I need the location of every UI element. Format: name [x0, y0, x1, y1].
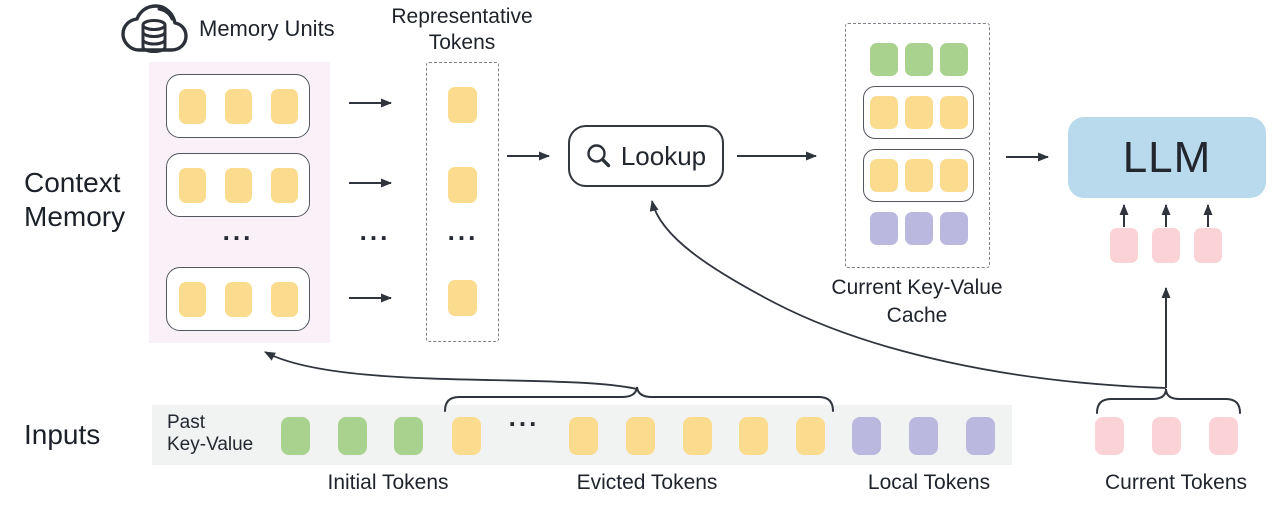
initial-tokens-label: Initial Tokens: [327, 471, 449, 494]
representative-token: [448, 87, 477, 123]
evicted-to-memory-arrow: [264, 351, 638, 390]
evicted-token: [626, 417, 655, 455]
memory-token: [224, 167, 252, 203]
initial-token: [394, 417, 423, 455]
memory-token: [270, 281, 298, 317]
memory-token: [270, 167, 298, 203]
current-token: [1152, 417, 1181, 455]
llm-input-token: [1194, 228, 1222, 263]
cache-memory-unit: [863, 86, 974, 139]
llm-input-token: [1110, 228, 1138, 263]
current-token: [1095, 417, 1124, 455]
representative-token: [448, 280, 477, 316]
memory-token: [224, 281, 252, 317]
local-token: [909, 417, 938, 455]
context-memory-label: Context Memory: [24, 167, 126, 232]
current-tokens-label: Current Tokens: [1104, 471, 1248, 494]
cache-retrieved-token: [869, 159, 898, 192]
evicted-tokens-label: Evicted Tokens: [576, 471, 718, 494]
cache-retrieved-token: [904, 159, 933, 192]
past-key-value-label: Past Key-Value: [167, 412, 254, 455]
llm-label: LLM: [1122, 132, 1212, 182]
lookup-button: Lookup: [568, 125, 724, 187]
initial-token: [338, 417, 367, 455]
cache-local-token-row: [863, 212, 974, 245]
cache-initial-token: [939, 43, 968, 76]
memory-units-label: Memory Units: [199, 16, 335, 41]
current-token: [1209, 417, 1238, 455]
inputs-label: Inputs: [24, 419, 101, 450]
memory-unit: [166, 153, 310, 217]
cache-initial-token-row: [863, 43, 974, 76]
evicted-token: [683, 417, 712, 455]
memory-token: [178, 167, 206, 203]
current-kv-cache-label: Current Key-Value Cache: [831, 276, 1003, 327]
memory-token: [178, 88, 206, 124]
strip-ellipsis: ...: [508, 402, 540, 432]
memory-token: [178, 281, 206, 317]
cache-memory-unit: [863, 149, 974, 202]
cache-retrieved-token: [939, 96, 968, 129]
representative-tokens-title: Representative Tokens: [391, 5, 533, 54]
memory-ellipsis: ...: [222, 216, 254, 246]
evicted-token: [452, 417, 481, 455]
current-tokens-brace: [1096, 388, 1241, 414]
local-token: [852, 417, 881, 455]
llm-box: LLM: [1068, 117, 1266, 198]
evicted-token: [569, 417, 598, 455]
cache-local-token: [904, 212, 933, 245]
cache-initial-token: [869, 43, 898, 76]
cache-initial-token: [904, 43, 933, 76]
memory-token: [270, 88, 298, 124]
llm-input-token: [1152, 228, 1180, 263]
local-token: [966, 417, 995, 455]
evicted-token: [739, 417, 768, 455]
memory-unit: [166, 74, 310, 138]
search-icon: [587, 144, 611, 168]
evicted-token: [796, 417, 825, 455]
memory-token: [224, 88, 252, 124]
memory-unit: [166, 267, 310, 331]
cache-retrieved-token: [869, 96, 898, 129]
lookup-label: Lookup: [620, 140, 707, 171]
representative-ellipsis: ...: [447, 216, 479, 246]
cache-local-token: [869, 212, 898, 245]
arrows-ellipsis: ...: [359, 216, 391, 246]
initial-token: [281, 417, 310, 455]
cache-local-token: [939, 212, 968, 245]
representative-token: [448, 167, 477, 203]
local-tokens-label: Local Tokens: [867, 471, 991, 494]
cache-retrieved-token: [939, 159, 968, 192]
cache-retrieved-token: [904, 96, 933, 129]
memory-cloud-database-icon: [121, 4, 188, 53]
